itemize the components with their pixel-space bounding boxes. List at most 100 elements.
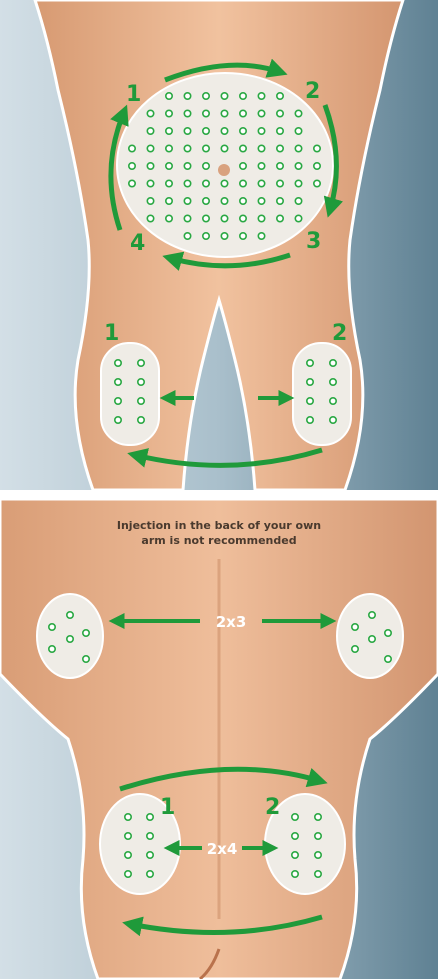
injection-site-dot bbox=[147, 145, 153, 151]
injection-site-dot bbox=[240, 93, 246, 99]
injection-site-dot bbox=[184, 93, 190, 99]
injection-site-dot bbox=[138, 398, 144, 404]
injection-site-dot bbox=[125, 871, 131, 877]
buttock-label-2: 2 bbox=[265, 795, 280, 820]
injection-site-dot bbox=[203, 233, 209, 239]
injection-site-dot bbox=[166, 110, 172, 116]
injection-site-dot bbox=[129, 163, 135, 169]
injection-site-dot bbox=[295, 145, 301, 151]
injection-site-dot bbox=[166, 93, 172, 99]
injection-site-dot bbox=[147, 814, 153, 820]
injection-site-dot bbox=[385, 656, 391, 662]
injection-site-dot bbox=[240, 215, 246, 221]
injection-site-dot bbox=[292, 852, 298, 858]
injection-site-dot bbox=[292, 833, 298, 839]
injection-site-dot bbox=[49, 646, 55, 652]
injection-site-dot bbox=[184, 110, 190, 116]
injection-site-dot bbox=[352, 646, 358, 652]
injection-site-dot bbox=[277, 145, 283, 151]
note-line-1: Injection in the back of your own bbox=[117, 519, 321, 532]
injection-site-dot bbox=[258, 215, 264, 221]
arm-ratio: 2x3 bbox=[216, 613, 247, 631]
injection-site-dot bbox=[295, 128, 301, 134]
injection-site-dot bbox=[166, 198, 172, 204]
injection-site-dot bbox=[138, 379, 144, 385]
injection-site-dot bbox=[307, 417, 313, 423]
injection-site-dot bbox=[221, 110, 227, 116]
injection-site-dot bbox=[314, 163, 320, 169]
injection-site-dot bbox=[138, 360, 144, 366]
injection-site-dot bbox=[369, 612, 375, 618]
injection-site-dot bbox=[203, 110, 209, 116]
injection-site-dot bbox=[221, 128, 227, 134]
injection-site-dot bbox=[240, 233, 246, 239]
injection-site-dot bbox=[277, 128, 283, 134]
injection-site-dot bbox=[277, 93, 283, 99]
injection-site-dot bbox=[166, 180, 172, 186]
injection-site-dot bbox=[330, 398, 336, 404]
injection-site-dot bbox=[277, 180, 283, 186]
injection-site-dot bbox=[258, 180, 264, 186]
injection-site-dot bbox=[295, 180, 301, 186]
injection-site-dot bbox=[221, 198, 227, 204]
abdomen-label-1: 1 bbox=[126, 82, 141, 107]
injection-site-dot bbox=[67, 636, 73, 642]
injection-site-dot bbox=[221, 145, 227, 151]
injection-site-dot bbox=[307, 398, 313, 404]
injection-site-dot bbox=[277, 198, 283, 204]
injection-site-dot bbox=[138, 417, 144, 423]
injection-site-dot bbox=[315, 833, 321, 839]
injection-site-dot bbox=[314, 145, 320, 151]
injection-site-dot bbox=[258, 198, 264, 204]
injection-site-dot bbox=[277, 215, 283, 221]
injection-site-dot bbox=[315, 814, 321, 820]
injection-site-dot bbox=[147, 180, 153, 186]
injection-site-dot bbox=[258, 128, 264, 134]
injection-site-dot bbox=[115, 360, 121, 366]
injection-site-dot bbox=[203, 198, 209, 204]
injection-site-dot bbox=[240, 128, 246, 134]
injection-site-dot bbox=[203, 215, 209, 221]
injection-site-dot bbox=[115, 417, 121, 423]
navel bbox=[218, 164, 230, 176]
injection-site-dot bbox=[330, 417, 336, 423]
injection-site-dot bbox=[307, 379, 313, 385]
injection-site-dot bbox=[221, 180, 227, 186]
injection-site-dot bbox=[147, 110, 153, 116]
front-body-panel: 1 2 3 4 1 2 bbox=[0, 0, 438, 490]
injection-site-dot bbox=[240, 110, 246, 116]
injection-site-dot bbox=[203, 128, 209, 134]
injection-site-dot bbox=[292, 814, 298, 820]
injection-site-dot bbox=[49, 624, 55, 630]
injection-site-dot bbox=[166, 128, 172, 134]
note-line-2: arm is not recommended bbox=[141, 534, 296, 547]
injection-site-dot bbox=[240, 163, 246, 169]
injection-site-dot bbox=[184, 128, 190, 134]
injection-site-dot bbox=[83, 656, 89, 662]
injection-site-dot bbox=[330, 360, 336, 366]
thigh-label-2: 2 bbox=[332, 321, 347, 346]
injection-site-dot bbox=[258, 145, 264, 151]
injection-site-dot bbox=[240, 198, 246, 204]
injection-site-dot bbox=[203, 145, 209, 151]
injection-site-dot bbox=[184, 180, 190, 186]
injection-site-dot bbox=[125, 814, 131, 820]
back-body-panel: Injection in the back of your own arm is… bbox=[0, 499, 438, 979]
injection-site-dot bbox=[67, 612, 73, 618]
injection-site-dot bbox=[125, 833, 131, 839]
injection-site-dot bbox=[240, 180, 246, 186]
injection-site-dot bbox=[295, 110, 301, 116]
injection-site-dot bbox=[258, 163, 264, 169]
injection-site-dot bbox=[385, 630, 391, 636]
injection-site-dot bbox=[292, 871, 298, 877]
injection-site-dot bbox=[83, 630, 89, 636]
injection-site-dot bbox=[277, 110, 283, 116]
injection-site-dot bbox=[147, 198, 153, 204]
injection-site-dot bbox=[295, 215, 301, 221]
injection-site-dot bbox=[166, 163, 172, 169]
injection-site-dot bbox=[129, 145, 135, 151]
injection-site-dot bbox=[115, 379, 121, 385]
injection-site-dot bbox=[184, 215, 190, 221]
injection-site-dot bbox=[314, 180, 320, 186]
injection-site-dot bbox=[184, 198, 190, 204]
